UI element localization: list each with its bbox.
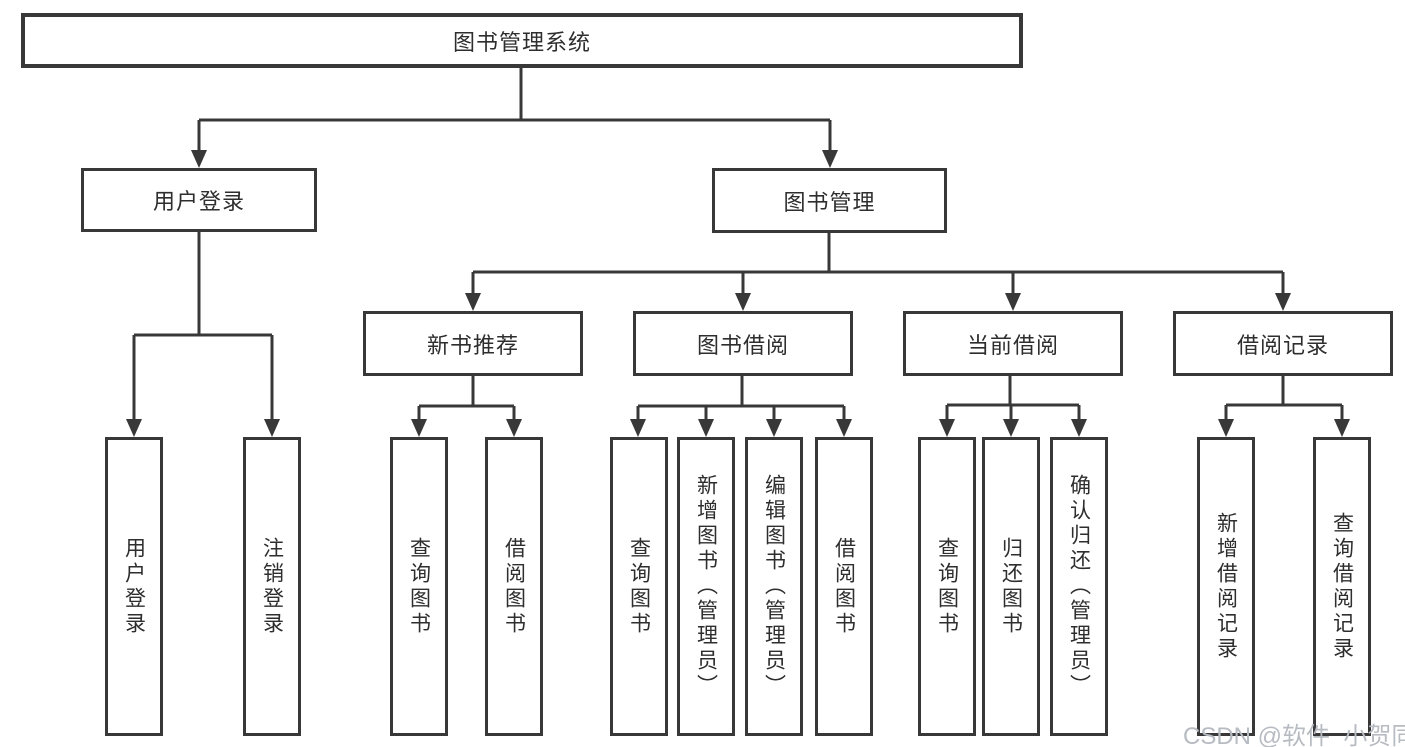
node-label: 当前借阅: [966, 332, 1059, 358]
node-label: 查询图书: [407, 536, 431, 637]
node-label: 查询借阅记录: [1330, 511, 1354, 662]
node-label: 新增借阅记录: [1214, 511, 1238, 662]
node-label: 注销登录: [260, 536, 284, 637]
node-label: 借阅记录: [1236, 332, 1329, 358]
node-label: 图书借阅: [696, 332, 789, 358]
leaf-borrow-books: 借阅图书: [815, 437, 873, 736]
node-label: 图书管理: [783, 189, 876, 215]
node-user-login: 用户登录: [81, 168, 317, 232]
node-label: 归还图书: [999, 536, 1023, 637]
leaf-query-books-recommend: 查询图书: [390, 437, 448, 736]
node-label: 图书管理系统: [452, 29, 591, 55]
connector-paths: [132, 68, 1344, 421]
node-label: 查询图书: [627, 536, 651, 637]
node-label: 新书推荐: [426, 332, 519, 358]
leaf-return-book: 归还图书: [982, 437, 1040, 736]
leaf-logout: 注销登录: [243, 437, 301, 736]
node-label: 用户登录: [122, 536, 146, 637]
leaf-query-books-current: 查询图书: [918, 437, 976, 736]
leaf-user-login: 用户登录: [105, 437, 163, 736]
leaf-edit-book-admin: 编辑图书（管理员）: [745, 437, 803, 736]
leaf-borrow-books-recommend: 借阅图书: [485, 437, 543, 736]
node-book-management: 图书管理: [712, 168, 947, 233]
node-label: 查询图书: [935, 536, 959, 637]
node-label: 新增图书（管理员）: [694, 474, 718, 699]
leaf-query-books-borrow: 查询图书: [610, 437, 668, 736]
leaf-query-borrow-record: 查询借阅记录: [1313, 437, 1371, 736]
node-label: 借阅图书: [502, 536, 526, 637]
leaf-add-borrow-record: 新增借阅记录: [1197, 437, 1255, 736]
node-system-root: 图书管理系统: [21, 13, 1023, 68]
leaf-add-book-admin: 新增图书（管理员）: [677, 437, 735, 736]
node-book-borrowing: 图书借阅: [633, 311, 853, 376]
csdn-watermark: CSDN @软件_小贺同学: [1183, 723, 1405, 747]
node-new-book-recommend: 新书推荐: [363, 311, 583, 376]
arrowheads: [126, 150, 1350, 437]
node-label: 编辑图书（管理员）: [762, 474, 786, 699]
node-current-borrowing: 当前借阅: [903, 311, 1123, 376]
leaf-confirm-return-admin: 确认归还（管理员）: [1050, 437, 1108, 736]
node-borrow-records: 借阅记录: [1173, 311, 1393, 376]
node-label: 借阅图书: [832, 536, 856, 637]
node-label: 用户登录: [152, 189, 245, 214]
node-label: 确认归还（管理员）: [1067, 474, 1091, 699]
